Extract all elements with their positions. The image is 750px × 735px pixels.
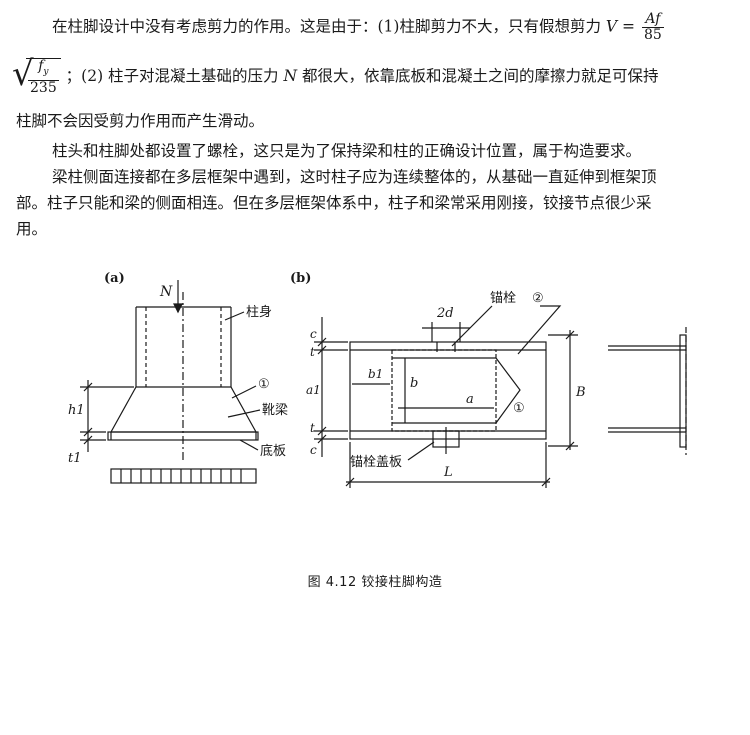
- paragraph-1-line-1: 在柱脚设计中没有考虑剪力的作用。这是由于：(1)柱脚剪力不大，只有假想剪力 V …: [16, 12, 750, 43]
- label-t-top: t: [310, 345, 315, 359]
- fraction-subscript: y: [43, 66, 49, 77]
- paragraph-1-line-2: √ fy 235 ；(2) 柱子对混凝土基础的压力 N 都很大，依靠底板和混凝土…: [12, 54, 659, 96]
- pressure-diagram: [110, 468, 257, 484]
- figure-hinged-column-base: (a) N 柱身 ① 靴梁 底板 h1 t1: [68, 271, 687, 488]
- label-L: L: [443, 465, 453, 480]
- label-shoe-beam: 靴梁: [262, 403, 288, 418]
- figure-caption: 图 4.12 铰接柱脚构造: [307, 575, 443, 590]
- fraction-denominator: 85: [643, 27, 662, 43]
- label-circle-1-b: ①: [513, 401, 525, 416]
- paragraph-3-line-3: 用。: [16, 220, 48, 238]
- label-anchor-cover-plate: 锚栓盖板: [350, 455, 402, 470]
- dimension-left-b: [314, 317, 348, 457]
- label-c-bottom: c: [310, 443, 317, 457]
- paragraph-3-line-2: 部。柱子只能和梁的侧面相连。但在多层框架体系中，柱子和梁常采用刚接，铰接节点很少…: [16, 194, 652, 212]
- paragraph-1-line-3: 柱脚不会因受剪力作用而产生滑动。: [16, 112, 265, 130]
- label-b1: b1: [368, 367, 383, 381]
- var-V: V: [605, 17, 618, 36]
- paragraph-3-line-1: 梁柱侧面连接都在多层框架中遇到，这时柱子应为连续整体的，从基础一直延伸到框架顶: [52, 168, 657, 186]
- label-circle-2: ②: [532, 291, 544, 306]
- fraction-Af-85: Af 85: [641, 12, 664, 43]
- dimension-2d: [422, 322, 470, 342]
- label-t1: t1: [68, 451, 82, 466]
- equals-sign: =: [622, 17, 636, 36]
- label-b-dim: b: [410, 376, 418, 391]
- side-view: [608, 327, 687, 455]
- label-a: (a): [104, 271, 125, 286]
- dimension-B: [548, 330, 578, 451]
- label-base-plate: 底板: [260, 443, 286, 459]
- fraction-numerator: Af: [641, 12, 664, 28]
- label-b: (b): [290, 271, 311, 286]
- sqrt-sign: √: [12, 54, 34, 94]
- fraction-denominator: 235: [30, 79, 57, 96]
- base-plate-plan: [349, 341, 547, 454]
- label-a-dim: a: [466, 392, 474, 407]
- sqrt-expression: √ fy 235: [12, 54, 61, 96]
- label-circle-1-a: ①: [258, 377, 270, 392]
- label-c-top: c: [310, 327, 317, 341]
- label-B: B: [575, 385, 586, 400]
- fraction-numerator: f: [38, 58, 44, 74]
- label-N: N: [159, 284, 173, 300]
- paragraph-2: 柱头和柱脚处都设置了螺栓，这只是为了保持梁和柱的正确设计位置，属于构造要求。: [52, 142, 642, 160]
- base-plate: [107, 431, 259, 441]
- text-line-2-rest: 都很大，依靠底板和混凝土之间的摩擦力就足可保持: [302, 66, 659, 85]
- label-h1: h1: [68, 403, 85, 418]
- label-t-bottom: t: [310, 421, 315, 435]
- label-column-body: 柱身: [246, 304, 272, 320]
- dimension-L: [345, 442, 551, 488]
- load-N-arrow: [173, 280, 183, 314]
- column-body: [135, 292, 232, 462]
- var-N: N: [283, 66, 298, 85]
- label-anchor-bolt: 锚栓: [490, 291, 516, 306]
- text-line-2: ；(2) 柱子对混凝土基础的压力: [65, 66, 279, 85]
- text-line-1: 在柱脚设计中没有考虑剪力的作用。这是由于：(1)柱脚剪力不大，只有假想剪力: [52, 17, 601, 36]
- fraction-fy-235: fy 235: [28, 59, 59, 96]
- dimension-h1-t1: [80, 380, 134, 452]
- label-a1: a1: [306, 383, 321, 397]
- label-2d: 2d: [436, 306, 454, 321]
